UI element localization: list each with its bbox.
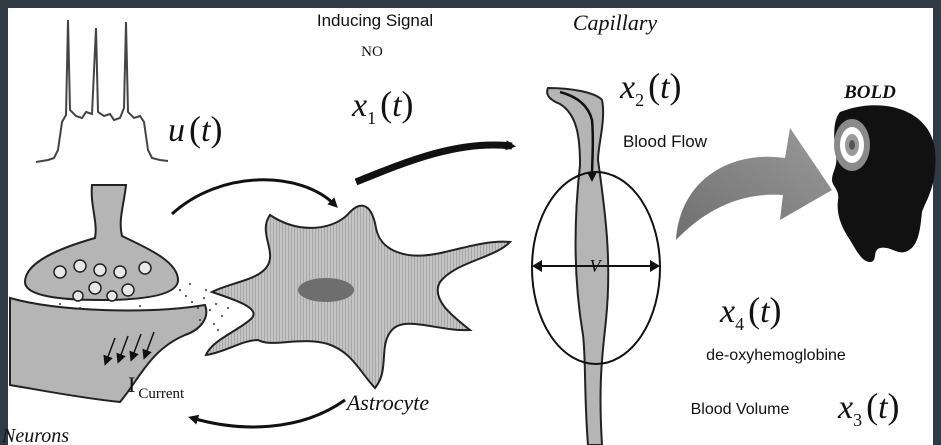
astrocyte-to-neurons-arrow bbox=[192, 400, 345, 427]
neuron-to-astrocyte-arrow bbox=[172, 180, 335, 214]
u-t-variable: u(t) bbox=[168, 109, 222, 149]
x4-t-variable: x4(t) bbox=[719, 290, 782, 334]
blood-volume-label: Blood Volume bbox=[691, 401, 790, 418]
astrocyte-to-capillary-arrow bbox=[356, 145, 512, 182]
head-silhouette bbox=[832, 105, 935, 262]
astrocyte-nucleus bbox=[298, 278, 354, 302]
deoxyhemoglobine-label: de-oxyhemoglobine bbox=[706, 347, 846, 364]
astrocyte-label: Astrocyte bbox=[345, 390, 429, 415]
no-label: NO bbox=[361, 44, 383, 60]
x1-t-variable: x1(t) bbox=[351, 84, 414, 128]
neurons-label: Neurons bbox=[1, 425, 69, 445]
neuron-synapse bbox=[10, 185, 229, 402]
spike-train-signal bbox=[36, 20, 168, 162]
x3-t-variable: x3(t) bbox=[837, 386, 900, 430]
capillary-label: Capillary bbox=[573, 10, 658, 35]
bold-label: BOLD bbox=[843, 82, 896, 103]
blood-flow-label: Blood Flow bbox=[623, 132, 708, 151]
astrocyte-cell bbox=[206, 206, 510, 388]
x2-t-variable: x2(t) bbox=[619, 66, 682, 110]
inducing-signal-label: Inducing Signal bbox=[317, 11, 433, 30]
